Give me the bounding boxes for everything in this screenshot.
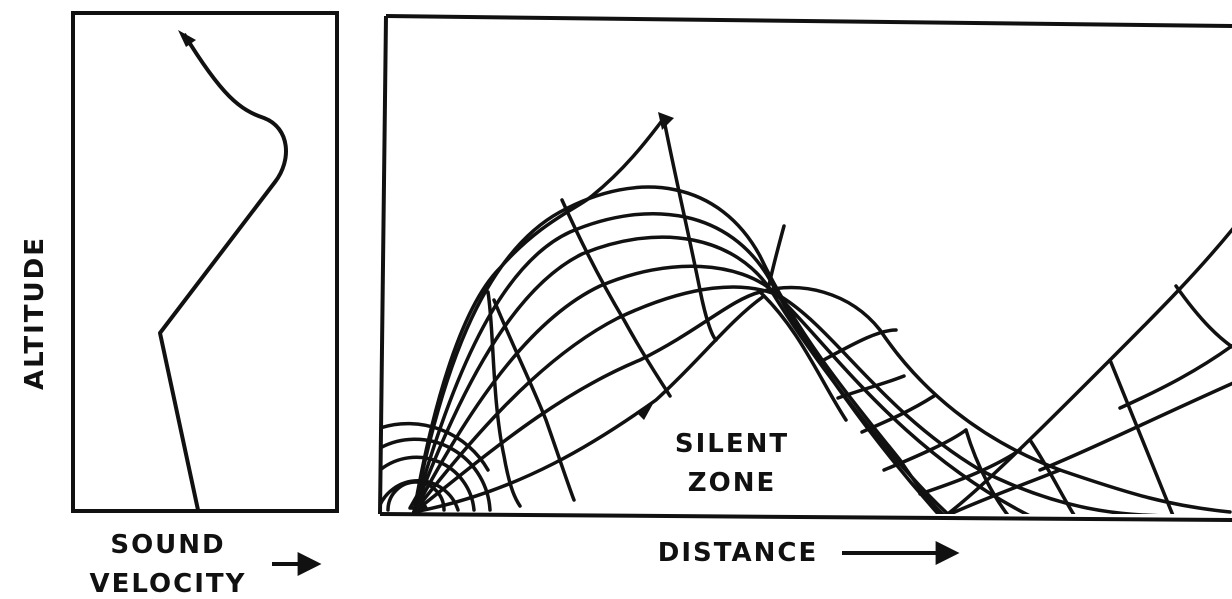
wavefront-line [664, 120, 716, 340]
sound-label: SOUND [110, 530, 225, 560]
wavefront-line [1120, 340, 1232, 408]
zone-label: ZONE [688, 468, 776, 498]
velocity-profile-curve [160, 34, 286, 510]
ray-returning [945, 220, 1232, 516]
panel-ground-line [380, 514, 1232, 520]
velocity-label: VELOCITY [90, 569, 247, 599]
wavefront-grid [488, 120, 1232, 518]
wavefront-line [862, 396, 934, 432]
sound-rays [414, 118, 1232, 516]
velocity-curve-arrowhead [178, 30, 196, 47]
wavefront-line [1176, 286, 1232, 352]
ray-path-panel [378, 16, 1232, 520]
velocity-profile-panel [73, 13, 337, 511]
ray-arrowhead [636, 402, 654, 420]
silent-label: SILENT [675, 429, 789, 459]
velocity-profile-frame [73, 13, 337, 511]
panel-top-border [386, 16, 1232, 26]
wavefront-line [768, 226, 784, 290]
altitude-label: ALTITUDE [20, 236, 50, 390]
panel-left-border [380, 16, 386, 514]
distance-label: DISTANCE [658, 538, 818, 568]
wavefront-line [884, 430, 966, 470]
